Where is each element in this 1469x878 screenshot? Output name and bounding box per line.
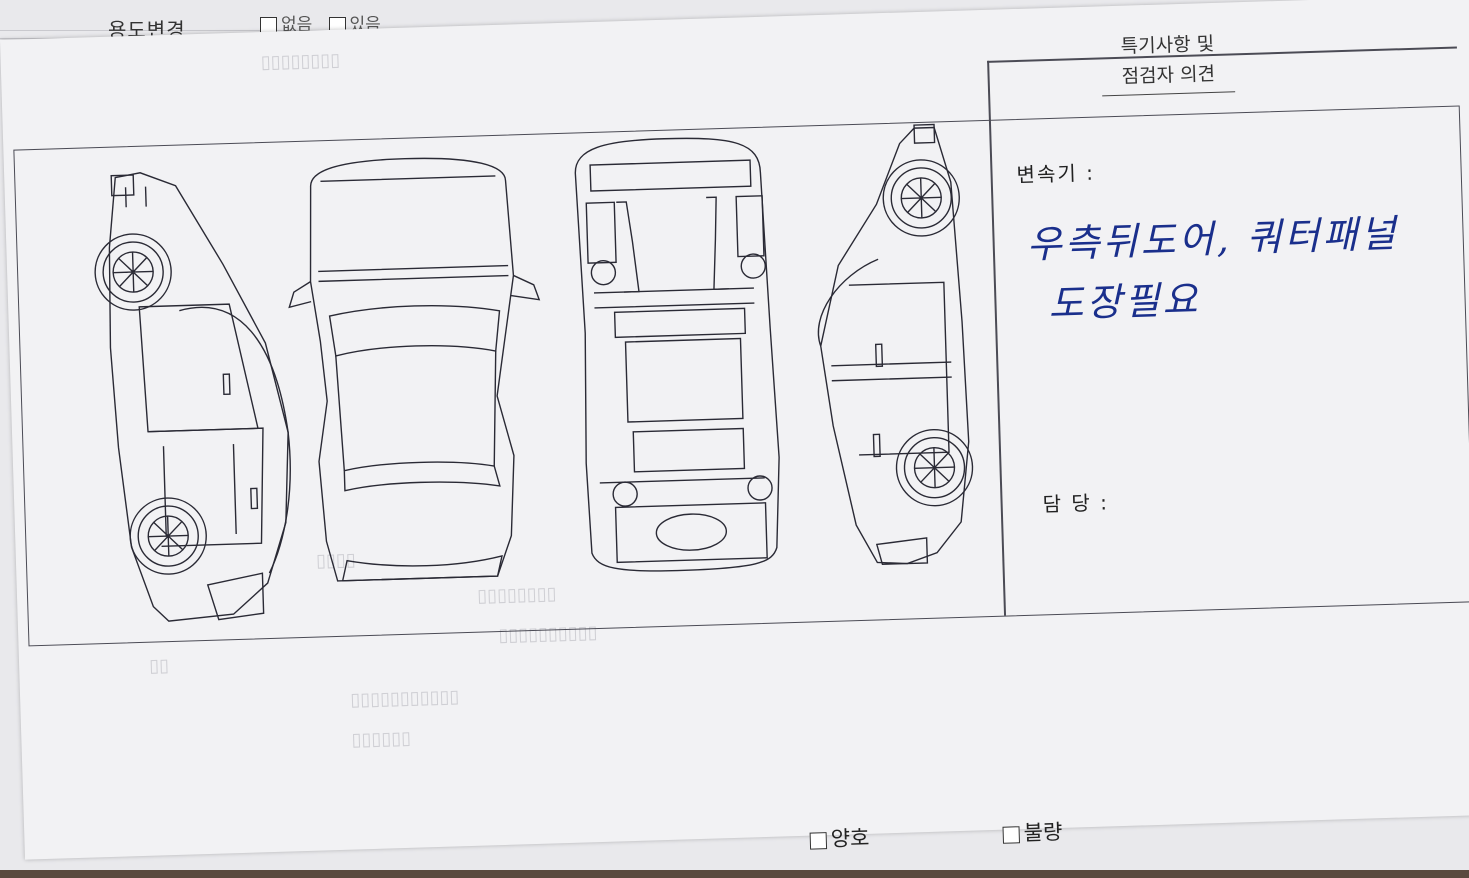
notes-title-line2: 점검자 의견 — [1121, 62, 1216, 88]
ghost-text: ▯▯▯▯▯▯▯▯ — [260, 49, 341, 74]
diagram-frame — [13, 46, 1469, 647]
transmission-label: 변속기 : — [1016, 160, 1096, 188]
handwritten-note-line1: 우측뒤도어, 쿼터패널 — [1026, 211, 1400, 267]
ghost-text: ▯▯▯▯▯▯▯▯▯▯▯ — [350, 686, 460, 711]
front-view — [288, 157, 541, 582]
checkbox-bad[interactable] — [1002, 825, 1021, 844]
top-view — [574, 137, 780, 572]
ghost-text: ▯▯▯▯▯▯ — [351, 727, 412, 751]
notes-top-border — [987, 46, 1457, 63]
vehicle-diagram — [94, 123, 974, 622]
inspection-sheet: ▯▯▯▯▯▯▯▯ ▯▯▯▯ ▯▯▯▯▯▯▯▯ ▯▯▯▯▯▯▯▯▯▯ ▯▯▯▯▯▯… — [13, 29, 1469, 851]
left-side-view — [94, 172, 291, 622]
option-good-label: 양호 — [830, 825, 870, 851]
notes-heading: 특기사항 및 점검자 의견 — [1102, 29, 1236, 97]
option-bad-label: 불량 — [1023, 819, 1063, 846]
person-in-charge-label: 담 당 : — [1042, 490, 1110, 517]
right-side-view — [817, 123, 974, 566]
checkbox-good[interactable] — [809, 831, 828, 850]
notes-title-line1: 특기사항 및 — [1120, 32, 1215, 58]
ghost-text: ▯▯ — [148, 655, 170, 677]
handwritten-note-line2: 도장필요 — [1047, 277, 1201, 327]
